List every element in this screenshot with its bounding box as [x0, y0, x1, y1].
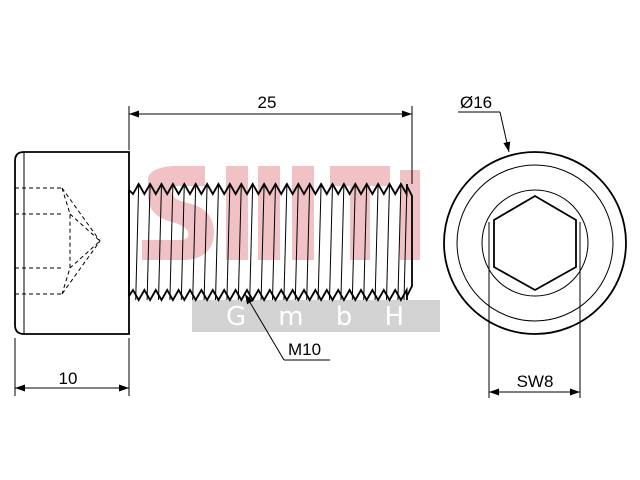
end-view	[443, 151, 627, 335]
watermark: GmbH	[142, 166, 440, 332]
diameter-dimension: Ø16	[458, 93, 511, 153]
diameter-label: Ø16	[460, 93, 492, 112]
length-label: 25	[258, 93, 277, 112]
hex-socket-hidden-lines	[15, 187, 101, 295]
head-inner-circle	[456, 164, 614, 322]
length-dimension: 25	[128, 93, 413, 184]
thread-leader: M10	[244, 293, 330, 361]
thread-end	[406, 185, 413, 297]
hex-socket	[493, 194, 577, 292]
head-outer-circle	[443, 151, 627, 335]
head-height-label: 10	[59, 369, 78, 388]
socket-chamfer-circle	[481, 189, 589, 297]
socket-width-label: SW8	[517, 372, 554, 391]
watermark-bar	[192, 300, 440, 332]
screw-head	[14, 151, 130, 335]
thread-shank	[128, 182, 413, 302]
socket-width-dimension: SW8	[488, 222, 581, 398]
head-height-dimension: 10	[14, 338, 130, 396]
thread-label: M10	[288, 340, 321, 359]
side-view	[14, 151, 413, 335]
